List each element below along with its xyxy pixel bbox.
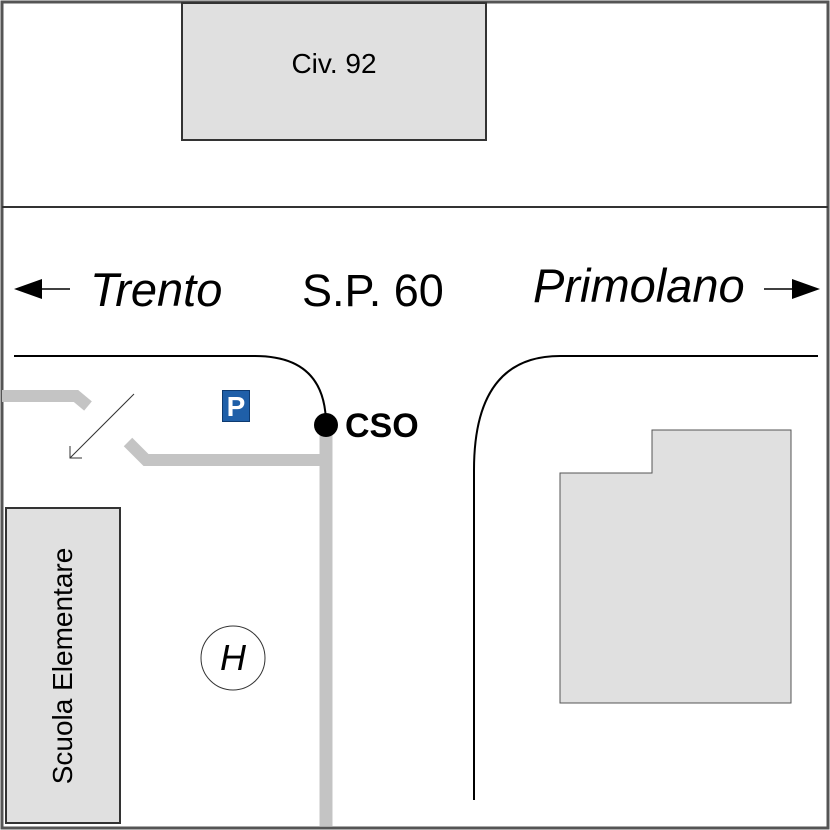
arrow-left-icon: [14, 279, 70, 299]
arrow-down-left-icon: [69, 393, 135, 459]
cso-marker-label: CSO: [345, 407, 419, 445]
building-civ-92: [181, 2, 487, 141]
gray-path-upper: [2, 390, 92, 411]
school-label: Scuola Elementare: [47, 547, 78, 785]
road-edge-right-corner: [473, 355, 818, 800]
direction-primolano-label: Primolano: [533, 259, 745, 312]
building-right: [559, 429, 792, 704]
building-civ-label: Civ. 92: [291, 48, 377, 79]
arrow-right-icon: [764, 279, 820, 299]
helipad-label: H: [220, 637, 246, 678]
helipad-icon: [200, 625, 266, 691]
dot-marker-icon: [314, 413, 338, 437]
road-edge-left-corner: [14, 355, 327, 426]
building-school: [5, 507, 121, 824]
direction-trento-label: Trento: [90, 263, 223, 316]
parking-icon: P: [222, 390, 250, 422]
road-name-label: S.P. 60: [302, 265, 444, 316]
gray-path-lower: [123, 437, 326, 466]
